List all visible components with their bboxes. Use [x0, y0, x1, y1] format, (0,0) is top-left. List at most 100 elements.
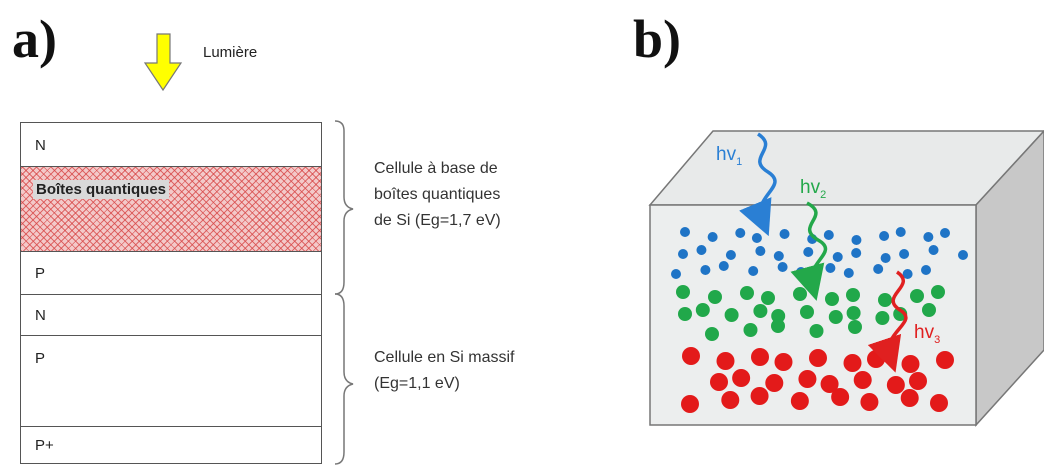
description-line: Cellule à base de	[374, 160, 498, 177]
green-dot	[743, 323, 758, 337]
green-dot	[753, 304, 768, 318]
red-dot	[798, 370, 817, 388]
blue-dot	[718, 261, 729, 271]
layer-p-bottom: P	[20, 335, 322, 427]
red-dot	[936, 351, 954, 369]
green-dot	[740, 286, 754, 300]
red-dot	[909, 372, 927, 390]
blue-dot	[940, 228, 950, 238]
red-dot	[716, 352, 735, 370]
red-dot	[843, 354, 862, 372]
red-dot	[750, 387, 769, 405]
green-dot	[695, 303, 710, 317]
red-dot	[900, 389, 919, 407]
layer-label: P+	[35, 437, 54, 454]
blue-dot	[851, 248, 862, 258]
green-dot	[793, 287, 807, 301]
red-dot	[682, 347, 700, 365]
red-dot	[860, 393, 879, 411]
light-arrow-icon	[143, 33, 183, 92]
blue-dot	[803, 247, 814, 257]
blue-dot	[700, 265, 711, 275]
green-dot	[676, 285, 690, 299]
layer-n-top: N	[20, 122, 322, 167]
photon-1-arrow	[739, 132, 777, 237]
green-dot	[846, 288, 860, 302]
blue-dot	[777, 262, 788, 272]
green-dot	[771, 309, 786, 323]
description-line: (Eg=1,1 eV)	[374, 375, 460, 392]
blue-dot	[880, 253, 891, 263]
photon-2-arrow	[790, 201, 828, 301]
green-dot	[771, 319, 785, 333]
bottom-cell-brace	[334, 293, 354, 465]
layer-label: Boîtes quantiques	[33, 180, 170, 199]
red-dot	[774, 353, 793, 371]
blue-dot	[748, 266, 759, 276]
panel-b-label: b)	[633, 9, 682, 69]
green-dot	[910, 289, 924, 303]
description-line: de Si (Eg=1,7 eV)	[374, 212, 501, 229]
blue-dot	[796, 267, 806, 277]
layer-label: N	[35, 307, 46, 324]
blue-dot	[755, 246, 766, 256]
photon-3-arrow	[867, 270, 908, 373]
blue-dot	[671, 269, 681, 279]
photon-2-label: hv2	[800, 177, 826, 201]
red-dot	[721, 391, 740, 409]
green-dot	[931, 285, 945, 299]
blue-dot	[680, 227, 690, 237]
green-dot	[848, 320, 862, 334]
red-dot	[681, 395, 699, 413]
blue-dot	[921, 265, 931, 275]
bottom-cell-description: Cellule en Si massif (Eg=1,1 eV)	[374, 345, 515, 397]
red-dot	[831, 388, 850, 406]
red-dot	[820, 375, 839, 393]
blue-dot	[725, 250, 736, 260]
green-dot	[705, 327, 719, 341]
green-dot	[828, 310, 843, 324]
photon-arrows	[739, 132, 908, 373]
red-dot	[886, 376, 905, 394]
blue-dot	[899, 249, 910, 259]
blue-dot	[879, 231, 890, 241]
green-dot	[708, 290, 722, 304]
blue-dot	[895, 227, 906, 237]
top-cell-brace	[334, 120, 354, 295]
blue-dot	[825, 263, 836, 273]
red-dot	[867, 350, 885, 368]
blue-dot	[832, 252, 843, 262]
red-dot	[790, 392, 809, 410]
layer-p-top: P	[20, 251, 322, 295]
red-dot	[751, 348, 769, 366]
green-dot	[878, 293, 892, 307]
green-dot	[761, 291, 775, 305]
green-dot	[678, 307, 692, 321]
photon-1-label: hv1	[716, 144, 742, 168]
dots-group	[671, 227, 968, 413]
green-dot	[800, 305, 814, 319]
red-dot	[809, 349, 827, 367]
red-dot	[765, 374, 784, 392]
green-dot	[875, 311, 890, 325]
red-dot	[901, 355, 920, 373]
cube-top-face	[648, 130, 1044, 206]
layer-label: N	[35, 137, 46, 154]
blue-dot	[843, 268, 854, 278]
layer-quantum-dots: Boîtes quantiques	[20, 166, 322, 252]
layer-label: P	[35, 265, 46, 282]
blue-dot	[902, 269, 913, 279]
layer-p-plus: P+	[20, 426, 322, 464]
green-dot	[724, 308, 739, 322]
blue-dot	[696, 245, 707, 255]
blue-dot	[678, 249, 688, 259]
red-dot	[930, 394, 948, 412]
green-dot	[922, 303, 936, 317]
top-cell-description: Cellule à base de boîtes quantiques de S…	[374, 156, 501, 234]
green-dot	[809, 324, 824, 338]
red-dot	[732, 369, 751, 387]
blue-dot	[751, 233, 762, 243]
red-dot	[853, 371, 872, 389]
